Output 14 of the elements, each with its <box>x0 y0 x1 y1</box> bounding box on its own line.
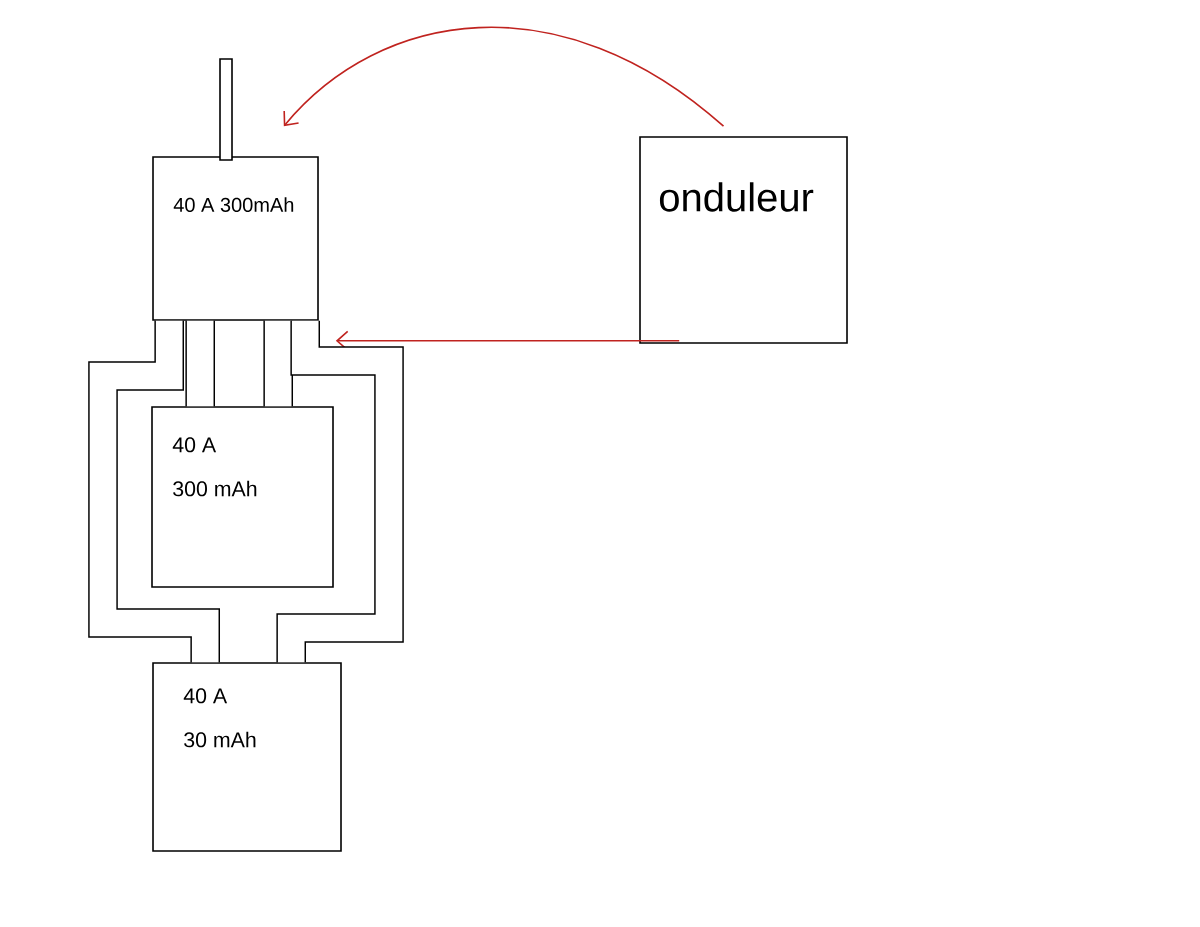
box-label: 40 A 30 mAh <box>183 688 256 748</box>
box <box>639 136 848 344</box>
box <box>151 406 334 588</box>
box-label: 40 A 300 mAh <box>172 437 257 497</box>
box <box>152 662 342 852</box>
wire <box>88 320 220 663</box>
terminal-post <box>219 58 233 161</box>
wire <box>276 320 404 663</box>
box-label: 40 A 300mAh <box>173 197 294 212</box>
wire <box>263 320 293 407</box>
curved-arrow <box>283 26 725 127</box>
box <box>152 156 319 321</box>
wire <box>185 320 215 407</box>
box-label: onduleur <box>659 182 814 212</box>
